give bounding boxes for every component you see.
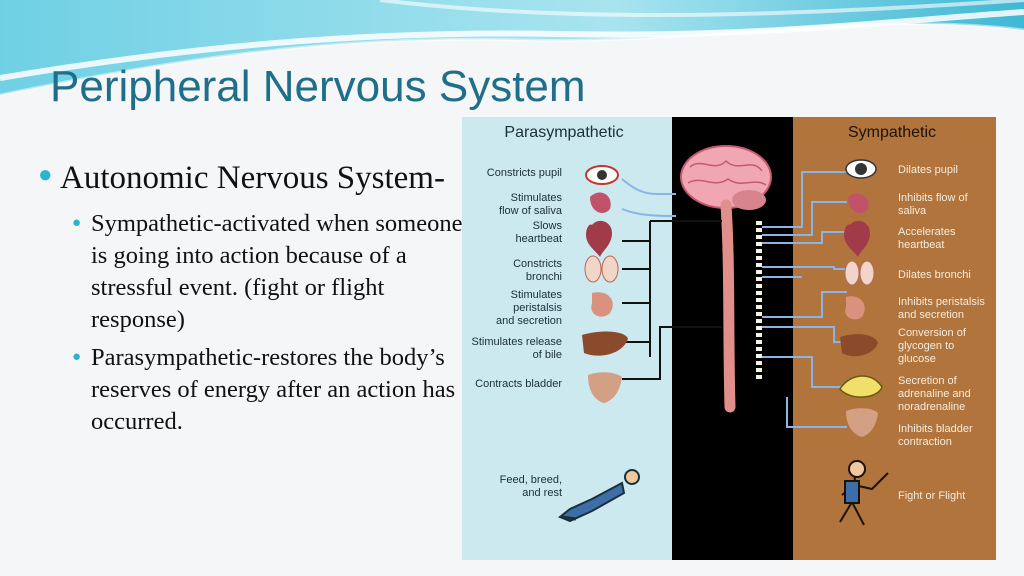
diagram-label-line: Secretion of (898, 375, 958, 387)
sub-bullet-text: Sympathetic-activated when someone is go… (91, 210, 463, 333)
resting-person-icon (558, 469, 640, 523)
liver-icon (840, 334, 878, 357)
diagram-label: Contracts bladder (475, 378, 562, 390)
decorative-wave-header (0, 0, 1024, 97)
diagram-label-line: Feed, breed, (500, 474, 562, 486)
bullet-content: ● Autonomic Nervous System- ● Sympatheti… (38, 160, 463, 444)
parasympathetic-nerve-lines (621, 178, 722, 380)
diagram-label-line: Conversion of (898, 327, 967, 339)
diagram-label-line: Inhibits bladder (898, 423, 973, 435)
stomach-icon (845, 296, 865, 320)
sub-bullet-item: ● Sympathetic-activated when someone is … (72, 208, 463, 336)
lungs-icon (584, 255, 619, 283)
sub-bullet-list: ● Sympathetic-activated when someone is … (72, 208, 463, 438)
diagram-label-line: Accelerates (898, 226, 956, 238)
bladder-icon (588, 372, 622, 403)
sympathetic-nerve-lines (762, 171, 847, 428)
heart-icon (586, 220, 612, 257)
diagram-label: Fight or Flight (898, 490, 965, 502)
diagram-label-line: Dilates pupil (898, 164, 958, 176)
diagram-label-line: glycogen to (898, 340, 954, 352)
diagram-label-line: Constricts (513, 258, 562, 270)
bullet-dot-icon: ● (72, 215, 82, 231)
diagram-label-line: peristalsis (513, 302, 562, 314)
parasympathetic-panel (462, 117, 672, 560)
diagram-label: Dilates bronchi (898, 269, 971, 281)
diagram-label-line: and secretion (898, 309, 964, 321)
eye-icon (845, 159, 877, 179)
diagram-label-line: heartbeat (516, 233, 562, 245)
fleeing-person-icon (839, 460, 889, 526)
liver-icon (582, 331, 628, 356)
adrenal-gland-icon (839, 375, 883, 398)
diagram-label-line: flow of saliva (499, 205, 563, 217)
brain-icon (680, 145, 772, 210)
salivary-gland-icon (590, 192, 611, 213)
diagram-label-line: Dilates bronchi (898, 269, 971, 281)
sub-bullet-text: Parasympathetic-restores the body’s rese… (91, 344, 456, 435)
diagram-label-line: adrenaline and (898, 388, 971, 400)
spinal-cord (720, 199, 736, 413)
heart-icon (844, 220, 870, 257)
sympathetic-header: Sympathetic (848, 124, 936, 141)
bullet-level1: ● Autonomic Nervous System- (38, 160, 463, 196)
diagram-label-line: heartbeat (898, 239, 944, 251)
diagram-label-line: Constricts pupil (487, 167, 562, 179)
diagram-label-line: bronchi (526, 271, 562, 283)
lungs-icon (844, 260, 875, 286)
diagram-label-line: glucose (898, 353, 936, 365)
diagram-label-line: Stimulates (511, 289, 563, 301)
diagram-label: Feed, breed,and rest (500, 474, 562, 499)
diagram-label-line: Inhibits flow of (898, 192, 969, 204)
bullet-dot-icon: ● (72, 349, 82, 365)
eye-icon (585, 165, 619, 185)
sympathetic-panel (793, 117, 996, 560)
autonomic-nervous-system-diagram: Parasympathetic Sympathetic (462, 117, 996, 560)
parasympathetic-header: Parasympathetic (504, 124, 623, 141)
diagram-label-line: saliva (898, 205, 927, 217)
diagram-label-line: Inhibits peristalsis (898, 296, 985, 308)
slide-title: Peripheral Nervous System (50, 62, 586, 111)
bullet-text: Autonomic Nervous System- (60, 160, 445, 196)
diagram-label-line: Fight or Flight (898, 490, 965, 502)
diagram-label-line: Stimulates (511, 192, 563, 204)
sub-bullet-item: ● Parasympathetic-restores the body’s re… (72, 342, 463, 438)
diagram-label-line: contraction (898, 436, 952, 448)
bladder-icon (846, 408, 878, 437)
diagram-label-line: of bile (533, 349, 562, 361)
diagram-label-line: Contracts bladder (475, 378, 562, 390)
salivary-gland-icon (848, 193, 869, 213)
diagram-label-line: Slows (533, 220, 563, 232)
diagram-label-line: Stimulates release (472, 336, 563, 348)
stomach-icon (591, 292, 613, 317)
diagram-label: Dilates pupil (898, 164, 958, 176)
diagram-label-line: and secretion (496, 315, 562, 327)
diagram-label-line: and rest (522, 487, 562, 499)
diagram-label: Constricts pupil (487, 167, 562, 179)
diagram-label-line: noradrenaline (898, 401, 965, 413)
bullet-dot-icon: ● (38, 162, 53, 188)
